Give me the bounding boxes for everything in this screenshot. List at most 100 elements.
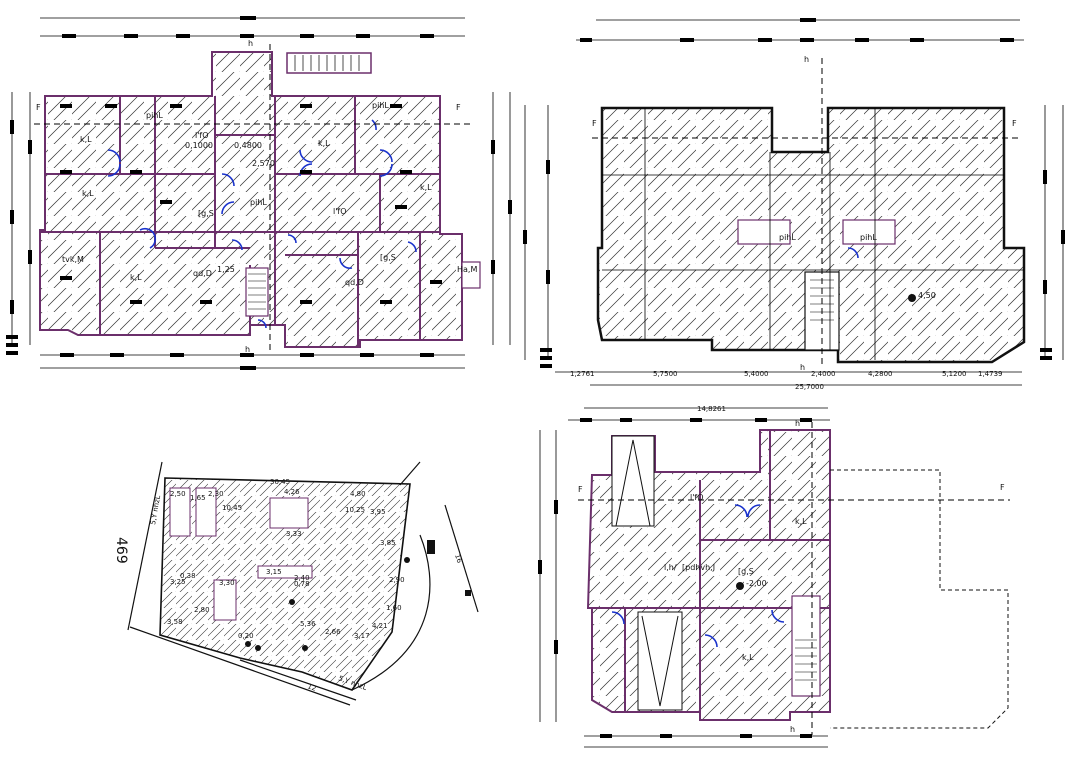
svg-text:F: F — [578, 485, 583, 494]
svg-text:h: h — [800, 363, 805, 372]
svg-text:3,58: 3,58 — [167, 618, 183, 626]
svg-text:3,95: 3,95 — [370, 508, 386, 516]
svg-text:0,20: 0,20 — [238, 632, 254, 640]
svg-text:2,50: 2,50 — [170, 490, 186, 498]
plan-b-level-marker — [908, 294, 916, 302]
svg-text:tvk,M: tvk,M — [62, 255, 84, 264]
svg-text:F: F — [36, 103, 41, 112]
svg-text:4,50: 4,50 — [918, 291, 936, 300]
svg-text:k,L: k,L — [795, 517, 807, 526]
svg-text:h: h — [248, 39, 253, 48]
svg-text:3,33: 3,33 — [286, 530, 302, 538]
plan-c-stair — [791, 595, 821, 697]
plan-b-section-lines — [592, 58, 1022, 364]
plan-a-dimension-ticks — [6, 16, 512, 370]
svg-text:-2,00: -2,00 — [746, 579, 767, 588]
svg-text:0,4800: 0,4800 — [234, 141, 262, 150]
svg-text:16: 16 — [453, 553, 464, 564]
svg-text:2,80: 2,80 — [194, 606, 210, 614]
plan-a-section-lines — [34, 44, 470, 352]
plan-a-footprint — [39, 51, 463, 348]
svg-text:30,45: 30,45 — [270, 478, 290, 486]
svg-text:F: F — [456, 103, 461, 112]
svg-text:l'fO: l'fO — [333, 207, 347, 216]
svg-text:l'fO: l'fO — [690, 493, 704, 502]
svg-text:F: F — [1012, 119, 1017, 128]
svg-text:1,65: 1,65 — [190, 494, 206, 502]
site-number-labels: 2,50 1,65 4,26 3,95 2,30 10,45 0,38 3,25… — [167, 488, 405, 640]
plan-b-roof-outline — [596, 106, 1026, 364]
svg-text:5,Y nhzL: 5,Y nhzL — [149, 495, 162, 526]
svg-text:2,4000: 2,4000 — [811, 370, 836, 378]
svg-text:l'fO: l'fO — [195, 131, 209, 140]
svg-text:0,38: 0,38 — [180, 572, 196, 580]
svg-text:pihL: pihL — [250, 198, 267, 207]
svg-text:h: h — [795, 419, 800, 428]
plan-a-internal-tags — [60, 104, 442, 304]
svg-text:[g,S: [g,S — [380, 253, 396, 262]
svg-text:3,25: 3,25 — [170, 578, 186, 586]
svg-text:qd,D: qd,D — [193, 269, 212, 278]
svg-text:4,80: 4,80 — [350, 490, 366, 498]
svg-text:4,2800: 4,2800 — [868, 370, 893, 378]
site-boundary — [159, 477, 411, 691]
plan-b-roof-plan: 4,50 pihL pihL F F h h 1,2761 5,7500 5,4… — [523, 18, 1065, 391]
svg-text:[pdhvh,J: [pdhvh,J — [682, 563, 715, 572]
svg-text:14,8261: 14,8261 — [697, 405, 726, 413]
svg-text:k,L: k,L — [742, 653, 754, 662]
plan-a-room-labels: k,L k,L k,L k,L k,L l'fO l'fO [g,S [g,S … — [36, 39, 477, 354]
svg-text:k,L: k,L — [80, 135, 92, 144]
svg-text:F: F — [1000, 483, 1005, 492]
svg-text:pihL: pihL — [779, 233, 796, 242]
svg-text:l,h/: l,h/ — [664, 563, 677, 572]
svg-text:pihL: pihL — [146, 111, 163, 120]
plan-a-stair — [286, 52, 372, 74]
svg-text:5,4000: 5,4000 — [744, 370, 769, 378]
svg-text:k,L: k,L — [82, 189, 94, 198]
svg-text:[g,S: [g,S — [738, 567, 754, 576]
svg-text:1,2761: 1,2761 — [570, 370, 595, 378]
plan-c-level-marker — [736, 582, 744, 590]
plan-c-void-bottom — [637, 611, 683, 711]
svg-text:5,1200: 5,1200 — [942, 370, 967, 378]
svg-text:3,85: 3,85 — [380, 539, 396, 547]
svg-text:0,1000: 0,1000 — [185, 141, 213, 150]
svg-text:k,L: k,L — [420, 183, 432, 192]
svg-text:h: h — [790, 725, 795, 734]
svg-text:5,7500: 5,7500 — [653, 370, 678, 378]
svg-text:25,7000: 25,7000 — [795, 383, 824, 391]
svg-text:10,25: 10,25 — [345, 506, 365, 514]
svg-text:2,90: 2,90 — [389, 576, 405, 584]
site-lot-number: 469 — [113, 537, 129, 564]
plan-b-bottom-dimensions: 1,2761 5,7500 5,4000 2,4000 4,2800 5,120… — [570, 370, 1003, 391]
svg-text:3,15: 3,15 — [266, 568, 282, 576]
svg-text:pihL: pihL — [372, 101, 389, 110]
svg-text:4,21: 4,21 — [372, 622, 388, 630]
plan-c-dashed-extension — [830, 469, 1009, 729]
plan-a-doors — [107, 119, 417, 329]
svg-text:1,25: 1,25 — [217, 265, 235, 274]
svg-text:k,L: k,L — [318, 139, 330, 148]
site-plan: 469 30,45 5,Y nhzL 5,Y nhzL 16 12 2,50 1… — [113, 461, 479, 706]
svg-text:2,66: 2,66 — [325, 628, 341, 636]
svg-text:2,570: 2,570 — [252, 159, 275, 168]
plan-b-skylight-left — [737, 219, 791, 245]
svg-text:3,17: 3,17 — [354, 632, 370, 640]
plan-a-inner-stair — [245, 267, 269, 317]
plan-c-section-lines — [578, 422, 1010, 735]
svg-text:pihL: pihL — [860, 233, 877, 242]
svg-text:qd,D: qd,D — [345, 278, 364, 287]
svg-text:12: 12 — [306, 682, 317, 693]
svg-text:0,78: 0,78 — [294, 580, 310, 588]
plan-a-terrace — [461, 261, 481, 289]
svg-text:2,40: 2,40 — [294, 574, 310, 582]
svg-text:h: h — [804, 55, 809, 64]
svg-text:F: F — [592, 119, 597, 128]
plan-a-floor-plan: k,L k,L k,L k,L k,L l'fO l'fO [g,S [g,S … — [6, 16, 512, 370]
svg-text:h: h — [245, 345, 250, 354]
svg-text:Ha,M: Ha,M — [457, 265, 477, 274]
svg-text:5,36: 5,36 — [300, 620, 316, 628]
plan-c-floor-plan: -2,00 14,8261 k,L k,L l'fO [g,S l,h/ [pd… — [538, 405, 1010, 748]
svg-text:1,4739: 1,4739 — [978, 370, 1003, 378]
